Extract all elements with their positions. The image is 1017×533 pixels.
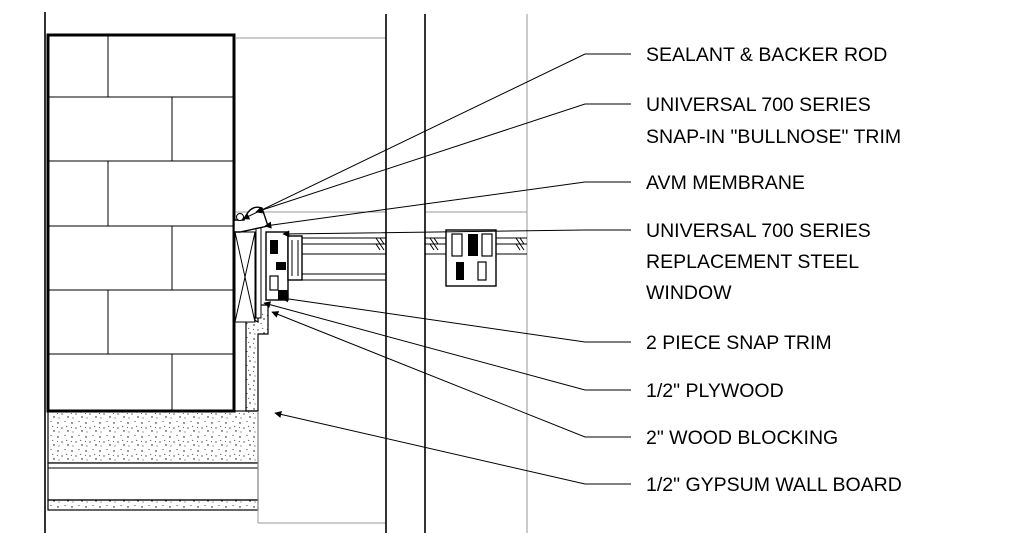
sill-concrete: [47, 410, 259, 511]
masonry-wall: [46, 33, 236, 413]
callout-window-line-1: UNIVERSAL 700 SERIES: [646, 220, 871, 242]
bullnose-trim: [233, 206, 269, 233]
wood-blocking: [234, 231, 256, 323]
leader-lines: [242, 53, 631, 485]
leader-avm: [264, 181, 631, 229]
callout-window-line-3: WINDOW: [646, 282, 732, 304]
leader-gypsum: [274, 410, 631, 485]
callout-labels: SEALANT & BACKER ROD UNIVERSAL 700 SERIE…: [646, 44, 902, 496]
leader-trim: [255, 103, 631, 214]
mullion-lines: [385, 14, 426, 533]
leader-blocking: [271, 311, 631, 438]
callout-trim-line-2: SNAP-IN "BULLNOSE" TRIM: [646, 126, 901, 148]
plywood: [255, 227, 262, 319]
leader-window: [282, 229, 631, 238]
backer-rod: [236, 213, 244, 221]
leader-sealant: [242, 53, 631, 220]
callout-plywood-line-1: 1/2" PLYWOOD: [646, 380, 784, 402]
callout-sealant-line-1: SEALANT & BACKER ROD: [646, 44, 887, 66]
steel-window-frame: [265, 231, 386, 301]
leader-plywood: [263, 301, 631, 391]
callout-snap-line-1: 2 PIECE SNAP TRIM: [646, 332, 832, 354]
leader-snap: [281, 295, 631, 343]
callout-avm-line-1: AVM MEMBRANE: [646, 172, 805, 194]
callout-blocking-line-1: 2" WOOD BLOCKING: [646, 427, 838, 449]
callout-gypsum-line-1: 1/2" GYPSUM WALL BOARD: [646, 474, 902, 496]
steel-window-mullion: [425, 229, 527, 287]
callout-window-line-2: REPLACEMENT STEEL: [646, 251, 859, 273]
callout-trim-line-1: UNIVERSAL 700 SERIES: [646, 94, 871, 116]
